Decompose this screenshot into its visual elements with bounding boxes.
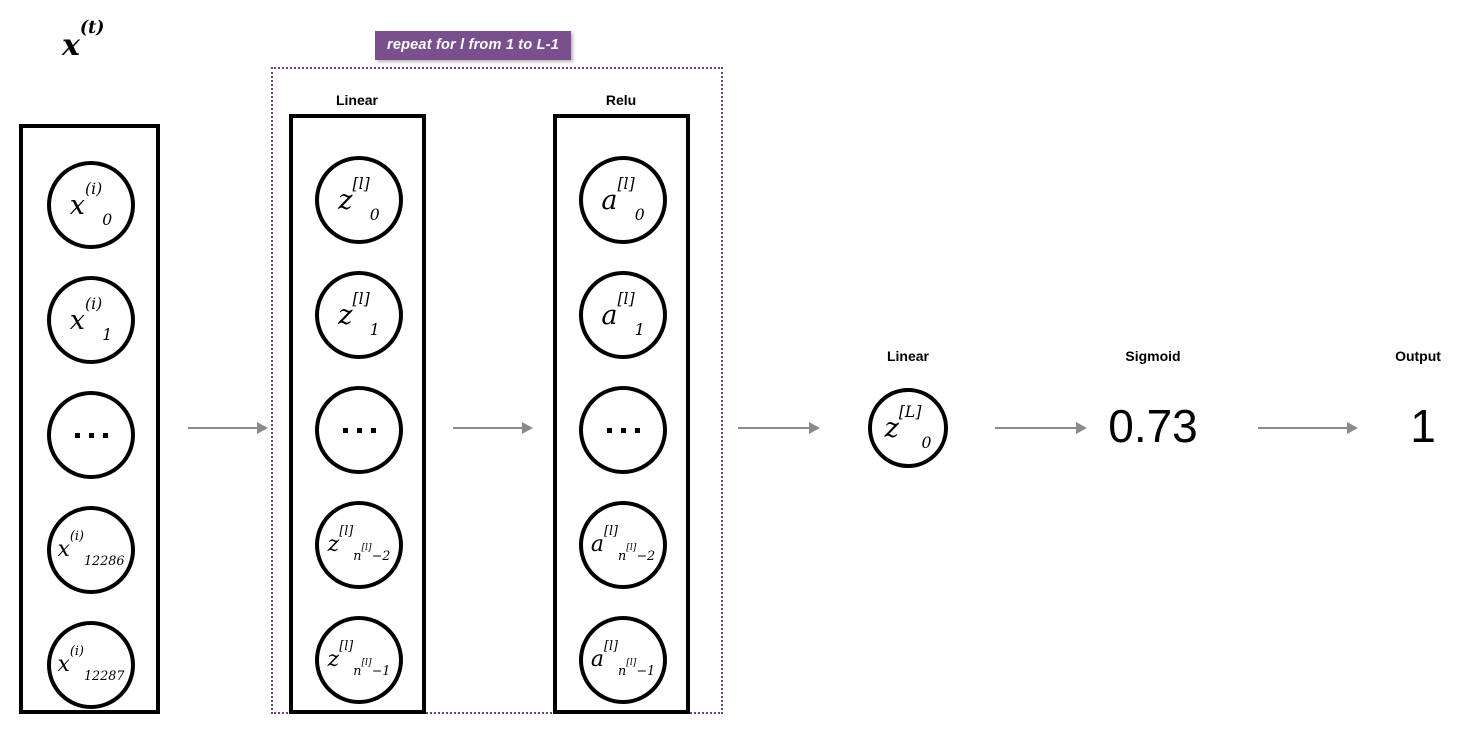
ellipsis-icon: [74, 432, 108, 438]
input-node-12287-label: x(i)12287: [57, 643, 125, 685]
arrow-linear-to-relu: [453, 422, 533, 434]
output-value: 1: [1410, 400, 1436, 452]
linear-node-1-label: z[l]1: [338, 288, 380, 339]
linear-node-n-minus-2: z[l]n[l]−2: [315, 501, 403, 589]
relu-node-n-minus-2: a[l]n[l]−2: [579, 501, 667, 589]
linear-node-n-minus-1: z[l]n[l]−1: [315, 616, 403, 704]
linear-node-n-minus-1-label: z[l]n[l]−1: [327, 638, 391, 680]
relu-hidden-layer-box: a[l]0 a[l]1 a[l]n[l]−2 a[l]n[l]−1: [553, 114, 690, 714]
arrow-sigmoid-to-output: [1258, 422, 1358, 434]
caption-linear-hidden: Linear: [335, 92, 379, 108]
input-title-base: x: [62, 28, 80, 63]
input-node-0: x(i)0: [47, 161, 135, 249]
caption-sigmoid: Sigmoid: [1125, 348, 1181, 364]
relu-node-1-label: a[l]1: [601, 288, 645, 339]
input-layer-box: x(i)0 x(i)1 x(i)12286 x(i)12287: [19, 124, 160, 714]
input-title: x(t): [62, 20, 104, 63]
relu-node-0-label: a[l]0: [601, 173, 645, 224]
input-node-0-label: x(i)0: [69, 178, 113, 229]
ellipsis-icon: [342, 427, 376, 433]
arrow-relu-to-output-linear: [738, 422, 820, 434]
input-title-superscript: (t): [79, 18, 105, 39]
input-node-12286: x(i)12286: [47, 506, 135, 594]
caption-linear-output: Linear: [886, 348, 930, 364]
relu-node-n-minus-2-label: a[l]n[l]−2: [590, 523, 656, 565]
relu-node-1: a[l]1: [579, 271, 667, 359]
caption-output: Output: [1395, 348, 1441, 364]
input-node-12287: x(i)12287: [47, 621, 135, 709]
output-linear-node: z[L]0: [868, 388, 948, 468]
input-node-12286-label: x(i)12286: [57, 528, 125, 570]
arrow-input-to-linear: [188, 422, 268, 434]
linear-node-0-label: z[l]0: [338, 173, 380, 224]
input-node-1: x(i)1: [47, 276, 135, 364]
linear-node-0: z[l]0: [315, 156, 403, 244]
sigmoid-value: 0.73: [1108, 400, 1198, 452]
ellipsis-icon: [606, 427, 640, 433]
linear-node-ellipsis: [315, 386, 403, 474]
arrow-linear-to-sigmoid: [995, 422, 1087, 434]
linear-hidden-layer-box: z[l]0 z[l]1 z[l]n[l]−2 z[l]n[l]−1: [289, 114, 426, 714]
repeat-group-boundary: [271, 67, 723, 714]
relu-node-0: a[l]0: [579, 156, 667, 244]
output-linear-node-label: z[L]0: [884, 401, 932, 452]
caption-relu-hidden: Relu: [605, 92, 637, 108]
relu-node-n-minus-1: a[l]n[l]−1: [579, 616, 667, 704]
input-node-1-label: x(i)1: [69, 293, 113, 344]
linear-node-1: z[l]1: [315, 271, 403, 359]
input-node-ellipsis: [47, 391, 135, 479]
repeat-badge: repeat for l from 1 to L-1: [375, 31, 571, 60]
linear-node-n-minus-2-label: z[l]n[l]−2: [327, 523, 391, 565]
relu-node-n-minus-1-label: a[l]n[l]−1: [590, 638, 656, 680]
relu-node-ellipsis: [579, 386, 667, 474]
